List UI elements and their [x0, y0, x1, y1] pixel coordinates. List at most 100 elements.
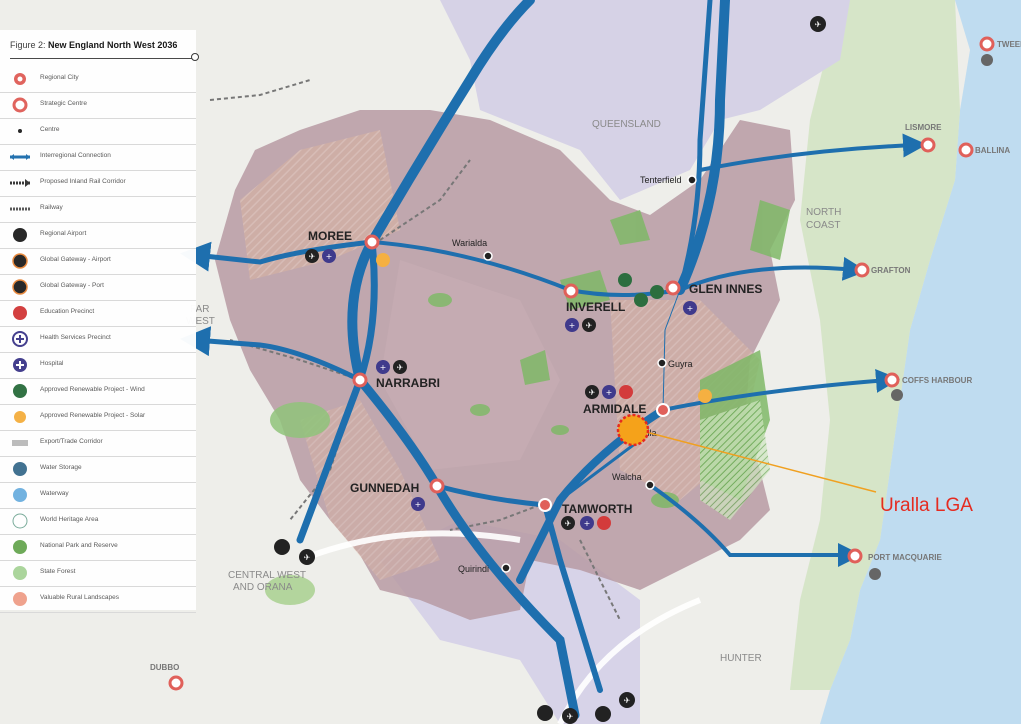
- tamworth-marker: [538, 498, 552, 512]
- port-macquarie-label: PORT MACQUARIE: [868, 553, 942, 562]
- legend-item: Global Gateway - Airport: [0, 248, 196, 275]
- far-west-label-2: WEST: [186, 316, 215, 327]
- narrabri-airport-icon: [393, 360, 407, 374]
- svg-text:✈: ✈: [586, 321, 593, 330]
- legend-item: Water Storage: [0, 456, 196, 483]
- education-icon: [13, 306, 27, 320]
- legend-item-label: Railway: [40, 204, 63, 211]
- uralla-leader-line: [645, 431, 877, 493]
- heritage-icon: [12, 513, 28, 529]
- legend-item: Global Gateway - Port: [0, 274, 196, 301]
- moree-label: MOREE: [308, 229, 352, 243]
- gunnedah-label: GUNNEDAH: [350, 481, 419, 495]
- legend-item-label: Proposed Inland Rail Corridor: [40, 178, 126, 185]
- armidale-education-icon: [619, 385, 633, 399]
- title-rule-end-icon: [191, 53, 199, 61]
- grafton-label: GRAFTON: [871, 266, 911, 275]
- legend-item-label: Interregional Connection: [40, 152, 111, 159]
- moree-marker: [364, 234, 380, 250]
- rural-landscape-icon: [13, 592, 27, 606]
- legend-item: Approved Renewable Project - Solar: [0, 404, 196, 431]
- coffs-airport-icon: [891, 389, 903, 401]
- port-macquarie-airport-icon: [869, 568, 881, 580]
- port-macquarie-marker: [847, 548, 863, 564]
- tamworth-label: TAMWORTH: [562, 502, 632, 516]
- north-airport-icon: [299, 549, 315, 565]
- legend-item-label: Export/Trade Corridor: [40, 438, 103, 445]
- coffs-harbour-label: COFFS HARBOUR: [902, 376, 972, 385]
- world-heritage-area: [700, 400, 770, 520]
- legend-item: Approved Renewable Project - Wind: [0, 378, 196, 405]
- solar-icon-1: [376, 253, 390, 267]
- dubbo-marker: [168, 675, 184, 691]
- svg-text:✈: ✈: [565, 519, 572, 528]
- legend-item: Interregional Connection: [0, 144, 196, 171]
- interregional-arrow-icon: [10, 154, 30, 160]
- moree-hospital-icon: [322, 249, 336, 263]
- region-interior: [380, 260, 560, 470]
- svg-text:+: +: [569, 321, 576, 330]
- north-port-icon: [274, 539, 290, 555]
- figure-title: Figure 2: New England North West 2036: [10, 40, 178, 50]
- svg-text:✈: ✈: [815, 20, 822, 29]
- legend-item-label: National Park and Reserve: [40, 542, 118, 549]
- legend-item-label: Approved Renewable Project - Wind: [40, 386, 145, 393]
- svg-text:✈: ✈: [397, 363, 404, 372]
- facility-icons: [274, 16, 993, 724]
- legend-item: World Heritage Area: [0, 508, 196, 535]
- narrabri-label: NARRABRI: [376, 376, 440, 390]
- glen-innes-marker: [665, 280, 681, 296]
- legend-item-label: Regional City: [40, 74, 79, 81]
- svg-text:✈: ✈: [589, 388, 596, 397]
- legend-item: Education Precinct: [0, 300, 196, 327]
- south-airport-icon-2: [619, 692, 635, 708]
- svg-text:+: +: [380, 363, 387, 372]
- solar-icon-2: [698, 389, 712, 403]
- ocean: [820, 0, 1021, 724]
- legend-item: Export/Trade Corridor: [0, 430, 196, 457]
- inverell-label: INVERELL: [566, 300, 625, 314]
- gunnedah-hospital-icon: [411, 497, 425, 511]
- icon-glyphs: +++ ++++ ✈✈✈ ✈✈✈ ✈✈✈: [304, 20, 822, 721]
- legend-item: Hospital: [0, 352, 196, 379]
- ballina-label: BALLINA: [975, 146, 1010, 155]
- svg-text:+: +: [606, 388, 613, 397]
- inverell-marker: [563, 283, 579, 299]
- national-park-icon: [13, 540, 27, 554]
- tweed-marker: [979, 36, 995, 52]
- armidale-airport-icon: [585, 385, 599, 399]
- map-legend: Figure 2: New England North West 2036 Re…: [0, 30, 199, 613]
- legend-item-label: Global Gateway - Airport: [40, 256, 111, 263]
- inland-rail-icon: [10, 179, 30, 187]
- global-port-icon: [12, 279, 28, 295]
- legend-item-label: Education Precinct: [40, 308, 95, 315]
- legend-item: Proposed Inland Rail Corridor: [0, 170, 196, 197]
- legend-item-label: Regional Airport: [40, 230, 87, 237]
- legend-item: Waterway: [0, 482, 196, 509]
- export-corridor-icon: [12, 440, 28, 446]
- armidale-label: ARMIDALE: [583, 402, 646, 416]
- legend-item: Regional Airport: [0, 222, 196, 249]
- centres: [483, 175, 697, 573]
- quirindi-label: Quirindi: [458, 564, 489, 574]
- svg-text:✈: ✈: [309, 252, 316, 261]
- tenterfield-label: Tenterfield: [640, 175, 682, 185]
- legend-item-label: Approved Renewable Project - Solar: [40, 412, 146, 419]
- wind-icon-1: [618, 273, 632, 287]
- coastal-forest: [790, 0, 960, 690]
- svg-text:✈: ✈: [304, 553, 311, 562]
- interregional-connections: [180, 0, 927, 720]
- centre-dot-icon: [18, 129, 22, 133]
- north-coast-label-1: NORTH: [806, 207, 841, 218]
- queensland-label: QUEENSLAND: [592, 119, 661, 130]
- health-precinct-icon: [12, 331, 28, 347]
- legend-item-label: Valuable Rural Landscapes: [40, 594, 120, 601]
- legend-item: Valuable Rural Landscapes: [0, 586, 196, 613]
- global-airport-icon: [12, 253, 28, 269]
- ballina-airport-icon: [810, 16, 826, 32]
- legend-item: Centre: [0, 118, 196, 145]
- legend-item-label: Waterway: [40, 490, 69, 497]
- railway-icon: [10, 207, 30, 211]
- svg-text:✈: ✈: [624, 696, 631, 705]
